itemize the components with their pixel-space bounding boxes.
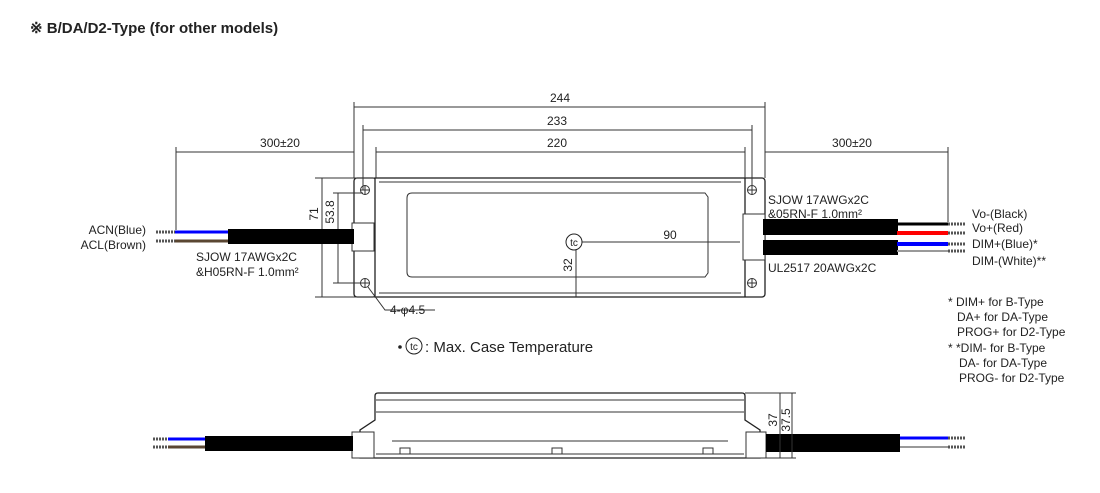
page-title: ※ B/DA/D2-Type (for other models): [30, 20, 278, 37]
tc-legend-text: : Max. Case Temperature: [425, 339, 593, 356]
note-line: PROG- for D2-Type: [959, 371, 1065, 385]
dim-37: 37: [766, 413, 780, 427]
right-cable-spec-1: SJOW 17AWGx2C: [768, 193, 869, 207]
dim-71: 71: [307, 207, 321, 221]
dim-plus-label: DIM+(Blue)*: [972, 237, 1038, 251]
note-line: DA- for DA-Type: [959, 356, 1047, 370]
top-view: 244 233 220 300±20 300±20 71 53.8 90 32 …: [81, 91, 1047, 317]
case-body: [374, 177, 746, 298]
side-view: 37 37.5: [153, 392, 966, 459]
dim-32: 32: [561, 258, 575, 272]
note-line: DA+ for DA-Type: [957, 310, 1048, 324]
note-line: PROG+ for D2-Type: [957, 325, 1066, 339]
vo-plus-label: Vo+(Red): [972, 221, 1023, 235]
left-cable-spec-1: SJOW 17AWGx2C: [196, 250, 297, 264]
tc-label: tc: [570, 238, 578, 249]
dim-minus-label: DIM-(White)**: [972, 254, 1046, 268]
dim-53-8: 53.8: [323, 200, 337, 224]
tc-legend: tc : Max. Case Temperature: [398, 337, 593, 356]
vo-minus-label: Vo-(Black): [972, 207, 1027, 221]
note-line: * DIM+ for B-Type: [948, 295, 1044, 309]
dim-233: 233: [547, 114, 567, 128]
side-right-gland: [745, 431, 767, 459]
acn-label: ACN(Blue): [89, 223, 146, 237]
note-line: * *DIM- for B-Type: [948, 341, 1046, 355]
right-cable-spec-3: UL2517 20AWGx2C: [768, 261, 877, 275]
side-left-gland: [351, 431, 375, 459]
right-cable-dim: [763, 240, 898, 255]
tc-point-icon: [565, 233, 583, 251]
left-cable-spec-2: &H05RN-F 1.0mm²: [196, 265, 299, 279]
acl-label: ACL(Brown): [81, 238, 146, 252]
dim-90: 90: [663, 228, 677, 242]
dim-244: 244: [550, 91, 570, 105]
tc-legend-symbol: tc: [410, 342, 418, 353]
dim-37-5: 37.5: [779, 408, 793, 432]
side-right-cable: [766, 434, 900, 452]
dim-220: 220: [547, 136, 567, 150]
dim-right-cable: 300±20: [832, 136, 872, 150]
label-window: [406, 192, 709, 278]
type-notes: * DIM+ for B-Type DA+ for DA-Type PROG+ …: [948, 295, 1066, 385]
right-cable-gland: [742, 213, 766, 261]
dim-left-cable: 300±20: [260, 136, 300, 150]
right-cable-output: [763, 219, 898, 235]
dim-holes: 4-φ4.5: [390, 303, 425, 317]
right-cable-spec-2: &05RN-F 1.0mm²: [768, 207, 862, 221]
left-cable-gland: [351, 222, 375, 252]
left-cable: [228, 229, 354, 244]
side-left-cable: [205, 436, 353, 451]
